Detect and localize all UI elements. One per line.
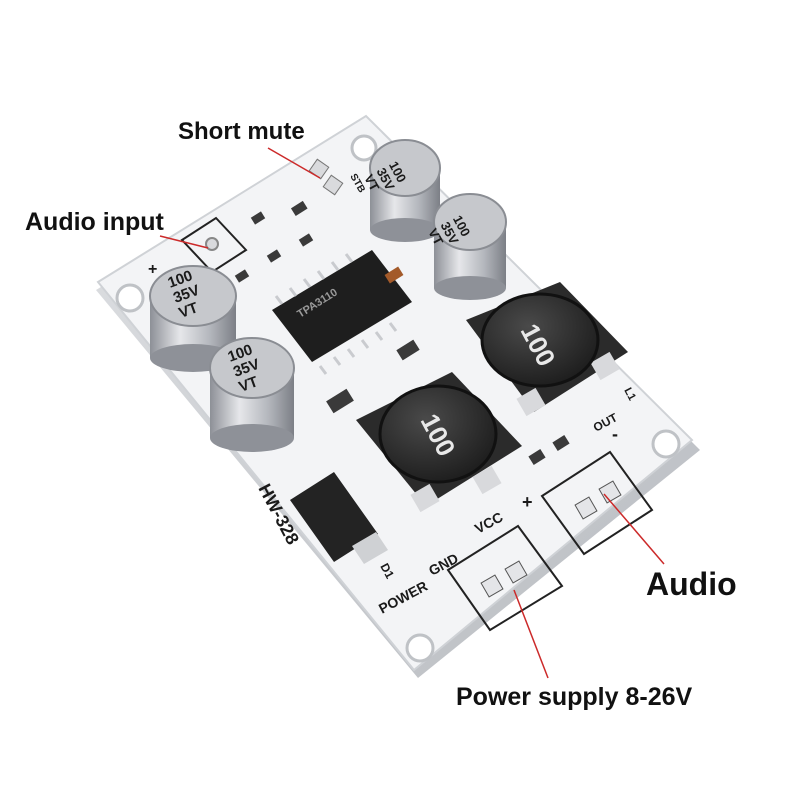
short-mute-leader bbox=[267, 147, 321, 179]
capacitor-left-1 bbox=[149, 265, 237, 372]
mounting-hole bbox=[651, 429, 681, 459]
amplifier-chip bbox=[272, 250, 412, 375]
audio-input-callout: Audio input bbox=[25, 208, 164, 236]
capacitor-top-1-marking: 100 35V VT bbox=[361, 159, 409, 194]
audio-input-terminal bbox=[180, 216, 248, 274]
short-mute-callout: Short mute bbox=[178, 118, 305, 145]
minus-label: - bbox=[612, 424, 618, 444]
power-supply-callout: Power supply 8-26V bbox=[456, 683, 693, 711]
input-plus-label: + bbox=[148, 261, 157, 278]
capacitor-left-2-marking: 100 35V VT bbox=[226, 341, 262, 396]
inductor-1 bbox=[466, 282, 628, 417]
audio-output-leader bbox=[603, 493, 665, 565]
audio-output-callout: Audio bbox=[646, 566, 737, 602]
cap-series: VT bbox=[361, 172, 382, 194]
diode bbox=[290, 472, 388, 564]
diode-label: D1 bbox=[377, 561, 397, 581]
power-terminal bbox=[446, 524, 564, 632]
mounting-hole bbox=[115, 283, 145, 313]
audio-output-terminal bbox=[540, 450, 654, 556]
capacitor-left-1-marking: 100 35V VT bbox=[166, 267, 202, 322]
inductor-2 bbox=[356, 372, 522, 513]
capacitor-top-1 bbox=[369, 139, 441, 242]
cap-series: VT bbox=[425, 226, 446, 248]
power-supply-leader bbox=[513, 589, 549, 679]
l1-label: L1 bbox=[621, 386, 638, 403]
cap-series: VT bbox=[176, 299, 200, 322]
audio-input-leader bbox=[159, 235, 209, 249]
cap-series: VT bbox=[236, 373, 260, 396]
capacitor-left-2 bbox=[209, 337, 295, 452]
mounting-hole bbox=[350, 134, 378, 162]
plus-label: + bbox=[522, 492, 533, 512]
capacitor-top-2 bbox=[433, 193, 507, 300]
mounting-hole bbox=[405, 633, 435, 663]
leader-lines bbox=[159, 147, 665, 679]
smd-components bbox=[234, 200, 570, 465]
